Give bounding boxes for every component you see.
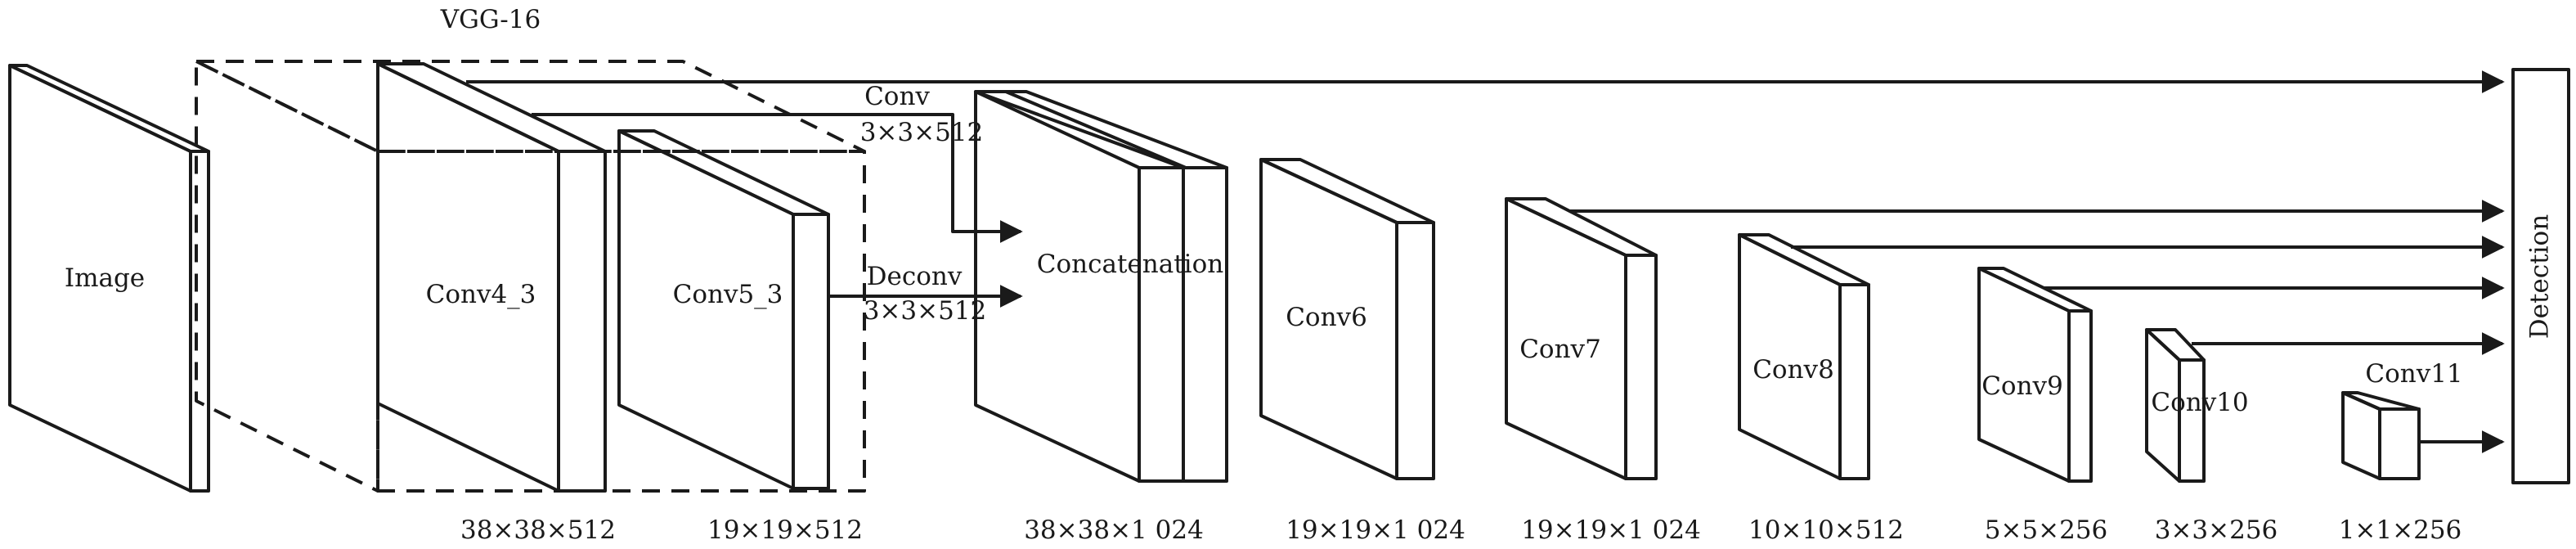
conv10-dims: 3×3×256 <box>2155 515 2278 545</box>
deconv-op-kernel: 3×3×512 <box>864 296 987 326</box>
conv-op-kernel: 3×3×512 <box>860 118 984 147</box>
conv5-3-dims: 19×19×512 <box>707 515 863 545</box>
conv5-3-label: Conv5_3 <box>673 280 783 309</box>
conv10-block <box>2145 328 2206 483</box>
arrow-conv4-3-conv-to-concat <box>532 113 1023 243</box>
conv9-label: Conv9 <box>1981 371 2063 401</box>
conv4-3-block <box>376 62 607 493</box>
conv7-dims: 19×19×1 024 <box>1521 515 1701 545</box>
conv8-label: Conv8 <box>1752 355 1834 385</box>
conv5-3-block <box>617 129 830 490</box>
image-block <box>8 64 210 493</box>
conv9-block <box>1977 267 2093 483</box>
conv10-label: Conv10 <box>2151 388 2248 417</box>
conv6-dims: 19×19×1 024 <box>1286 515 1465 545</box>
concat-dims: 38×38×1 024 <box>1024 515 1204 545</box>
conv4-3-label: Conv4_3 <box>426 280 536 309</box>
concatenation-label: Concatenation <box>1037 250 1223 279</box>
conv9-dims: 5×5×256 <box>1985 515 2108 545</box>
conv7-label: Conv7 <box>1519 335 1601 364</box>
vgg16-backbone-box <box>195 60 866 493</box>
conv11-dims: 1×1×256 <box>2339 515 2462 545</box>
conv6-label: Conv6 <box>1286 303 1367 332</box>
conv4-3-dims: 38×38×512 <box>460 515 616 545</box>
image-label: Image <box>65 263 145 293</box>
conv7-block <box>1505 197 1658 480</box>
conv-op-label: Conv <box>864 82 930 111</box>
conv8-block <box>1738 233 1870 480</box>
deconv-op-label: Deconv <box>867 262 963 291</box>
vgg16-label: VGG-16 <box>440 5 541 34</box>
concatenation-block <box>974 90 1228 483</box>
detection-label: Detection <box>2525 214 2555 339</box>
detection-box <box>2511 68 2570 484</box>
conv6-block <box>1259 158 1435 480</box>
conv8-dims: 10×10×512 <box>1748 515 1904 545</box>
conv11-block <box>2341 391 2421 480</box>
conv11-label: Conv11 <box>2365 359 2462 389</box>
